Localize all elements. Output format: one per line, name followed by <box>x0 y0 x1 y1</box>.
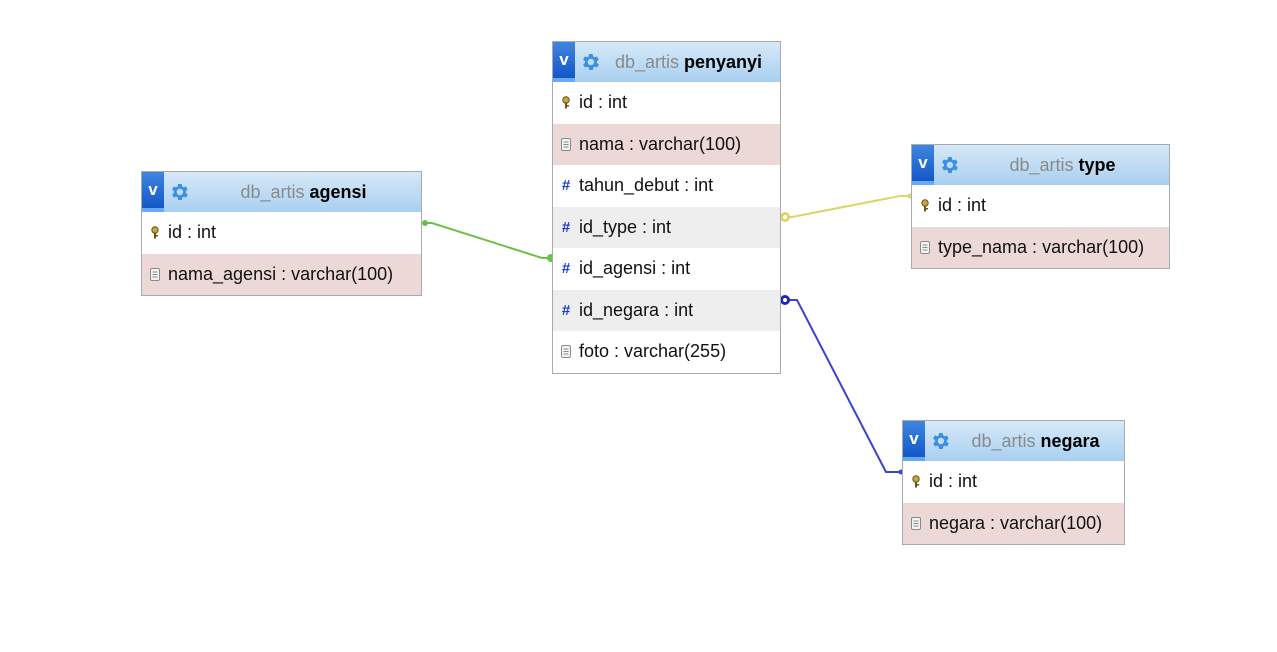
table-name: negara <box>1040 430 1100 451</box>
column-row[interactable]: nama : varchar(100) <box>553 123 780 165</box>
column-label: nama_agensi : varchar(100) <box>168 263 394 284</box>
toggle-columns-button[interactable]: v <box>553 42 575 82</box>
table-header[interactable]: v db_artis negara <box>903 421 1124 461</box>
table-name: penyanyi <box>684 51 763 72</box>
table-title: db_artis type <box>960 155 1169 176</box>
table-db-name: db_artis <box>1009 154 1074 175</box>
column-label: id : int <box>929 471 978 492</box>
column-row[interactable]: id : int <box>142 212 421 254</box>
table-title: db_artis agensi <box>190 182 421 203</box>
table-penyanyi[interactable]: v db_artis penyanyi id : int nama : varc… <box>552 41 781 374</box>
column-row[interactable]: negara : varchar(100) <box>903 502 1124 544</box>
column-label: id_type : int <box>579 216 672 237</box>
toggle-columns-button[interactable]: v <box>903 421 925 461</box>
key-icon <box>903 475 929 489</box>
relation-end-agensi <box>422 220 428 226</box>
column-row[interactable]: # id_negara : int <box>553 289 780 331</box>
table-db-name: db_artis <box>971 430 1036 451</box>
column-label: type_nama : varchar(100) <box>938 236 1145 257</box>
key-icon <box>553 96 579 110</box>
table-negara[interactable]: v db_artis negara id : int negara : varc… <box>902 420 1125 545</box>
column-row[interactable]: id : int <box>553 82 780 124</box>
table-header[interactable]: v db_artis type <box>912 145 1169 185</box>
table-db-name: db_artis <box>614 51 679 72</box>
relation-start-type-inner <box>783 215 787 219</box>
number-field-icon: # <box>561 218 571 236</box>
column-label: id : int <box>168 222 217 243</box>
gear-icon[interactable] <box>579 51 601 73</box>
relation-line-agensi <box>424 222 551 259</box>
column-label: id_agensi : int <box>579 258 691 279</box>
relation-line-negara <box>782 299 902 473</box>
gear-icon[interactable] <box>938 154 960 176</box>
text-field-icon <box>553 345 579 359</box>
toggle-columns-button[interactable]: v <box>142 172 164 212</box>
column-row[interactable]: type_nama : varchar(100) <box>912 226 1169 268</box>
column-label: id : int <box>579 92 628 113</box>
toggle-columns-button[interactable]: v <box>912 145 934 185</box>
key-icon <box>912 199 938 213</box>
table-name: type <box>1078 154 1116 175</box>
relation-start-negara-inner <box>783 298 787 302</box>
column-label: nama : varchar(100) <box>579 133 742 154</box>
relation-start-negara <box>780 295 790 305</box>
column-row[interactable]: # id_agensi : int <box>553 248 780 290</box>
table-header[interactable]: v db_artis penyanyi <box>553 42 780 82</box>
table-header[interactable]: v db_artis agensi <box>142 172 421 212</box>
table-agensi[interactable]: v db_artis agensi id : int nama_agensi :… <box>141 171 422 296</box>
column-label: tahun_debut : int <box>579 175 714 196</box>
table-title: db_artis penyanyi <box>601 52 780 73</box>
gear-icon[interactable] <box>929 430 951 452</box>
table-db-name: db_artis <box>240 181 305 202</box>
column-row[interactable]: # id_type : int <box>553 206 780 248</box>
text-field-icon <box>553 137 579 151</box>
table-name: agensi <box>309 181 367 202</box>
table-type[interactable]: v db_artis type id : int type_nama : var… <box>911 144 1170 269</box>
column-row[interactable]: nama_agensi : varchar(100) <box>142 253 421 295</box>
column-label: negara : varchar(100) <box>929 512 1103 533</box>
column-row[interactable]: id : int <box>903 461 1124 503</box>
text-field-icon <box>903 516 929 530</box>
column-row[interactable]: id : int <box>912 185 1169 227</box>
column-row[interactable]: # tahun_debut : int <box>553 165 780 207</box>
key-icon <box>142 226 168 240</box>
column-label: id_negara : int <box>579 299 694 320</box>
number-field-icon: # <box>561 260 571 278</box>
column-label: foto : varchar(255) <box>579 341 727 362</box>
gear-icon[interactable] <box>168 181 190 203</box>
relation-start-type <box>780 212 790 222</box>
text-field-icon <box>142 267 168 281</box>
number-field-icon: # <box>561 177 571 195</box>
text-field-icon <box>912 240 938 254</box>
relation-line-type <box>782 195 911 218</box>
column-label: id : int <box>938 195 987 216</box>
number-field-icon: # <box>561 301 571 319</box>
table-title: db_artis negara <box>951 431 1124 452</box>
column-row[interactable]: foto : varchar(255) <box>553 331 780 373</box>
